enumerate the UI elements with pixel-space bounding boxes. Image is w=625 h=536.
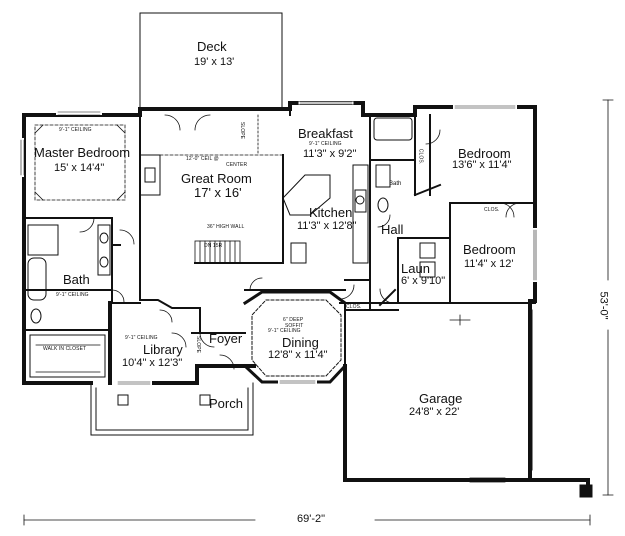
kitchen-name: Kitchen	[309, 205, 353, 220]
breakfast-ceiling-note: 9'-1" CEILING	[309, 141, 342, 147]
great-room-size: 17' x 16'	[194, 185, 242, 200]
deck-name: Deck	[197, 39, 227, 54]
deck-size: 19' x 13'	[194, 56, 235, 68]
hall-bath-fixtures	[373, 117, 413, 213]
stairs-note: DN 15R	[204, 243, 223, 249]
dining-ceiling-note: 9'-1" CEILING	[268, 328, 301, 334]
master-ceiling-note: 9'-1" CEILING	[59, 127, 92, 133]
bedroom-2-name: Bedroom	[463, 242, 516, 257]
porch	[90, 382, 254, 436]
library-size: 10'4" x 12'3"	[122, 357, 183, 369]
slope-note-great-room: SLOPE	[239, 121, 246, 140]
kitchen-size: 11'3" x 12'8"	[297, 220, 357, 232]
great-room-name: Great Room	[181, 171, 252, 186]
door-swings	[79, 114, 521, 370]
dining-soffit	[251, 299, 342, 377]
dimension-lines	[23, 99, 614, 526]
foyer-name: Foyer	[209, 331, 243, 346]
library-name: Library	[143, 342, 183, 357]
porch-name: Porch	[209, 396, 243, 411]
bedroom-1-name: Bedroom	[458, 146, 511, 161]
walk-in-closet-label: WALK IN CLOSET	[43, 346, 87, 352]
walk-in-closet	[29, 334, 106, 378]
fireplace	[139, 154, 161, 196]
master-bedroom-size: 15' x 14'4"	[54, 162, 105, 174]
dining-soffit-note-1: 6" DEEP	[283, 317, 304, 323]
breakfast-size: 11'3" x 9'2"	[303, 148, 357, 160]
master-tray-ceiling	[34, 124, 126, 201]
overall-width-dimension: 69'-2"	[297, 513, 326, 525]
slope-note-foyer: SLOPE	[195, 335, 202, 354]
windows	[20, 105, 537, 385]
laundry-size: 6' x 9'10"	[401, 275, 446, 287]
hall-name: Hall	[381, 222, 404, 237]
great-room-ceiling-center: CENTER	[226, 162, 248, 168]
interior-walls	[23, 102, 536, 367]
laundry-appliances	[419, 242, 436, 278]
breakfast-name: Breakfast	[298, 126, 353, 141]
dining-soffit-note-2: SOFFIT	[285, 323, 304, 329]
stairs	[194, 240, 241, 264]
dining-size: 12'8" x 11'4"	[268, 349, 328, 361]
garage-size: 24'8" x 22'	[409, 406, 460, 418]
master-bath-fixtures	[27, 224, 111, 324]
master-bedroom-name: Master Bedroom	[34, 145, 131, 160]
closet-label-garage: CLOS.	[346, 304, 362, 310]
closet-label-bedroom-1: CLOS.	[417, 148, 424, 165]
kitchen-counters	[282, 164, 369, 264]
bedroom-2-size: 11'4" x 12'	[464, 258, 514, 270]
laundry-name: Laun	[401, 261, 430, 276]
hall-bath-name: Bath	[389, 181, 402, 187]
closet-label-bedroom-2: CLOS.	[484, 207, 500, 213]
garage-name: Garage	[419, 391, 463, 406]
library-ceiling-note: 9'-1" CEILING	[125, 335, 158, 341]
master-bath-name: Bath	[63, 272, 90, 287]
high-wall-note: 36" HIGH WALL	[207, 224, 245, 230]
master-bath-ceiling-note: 9'-1" CEILING	[56, 292, 89, 298]
dining-name: Dining	[282, 335, 319, 350]
great-room-ceiling-note: 12'-0" CEIL @	[186, 156, 219, 162]
overall-depth-dimension: 53'-0"	[597, 291, 610, 320]
bedroom-1-size: 13'6" x 11'4"	[452, 159, 512, 171]
